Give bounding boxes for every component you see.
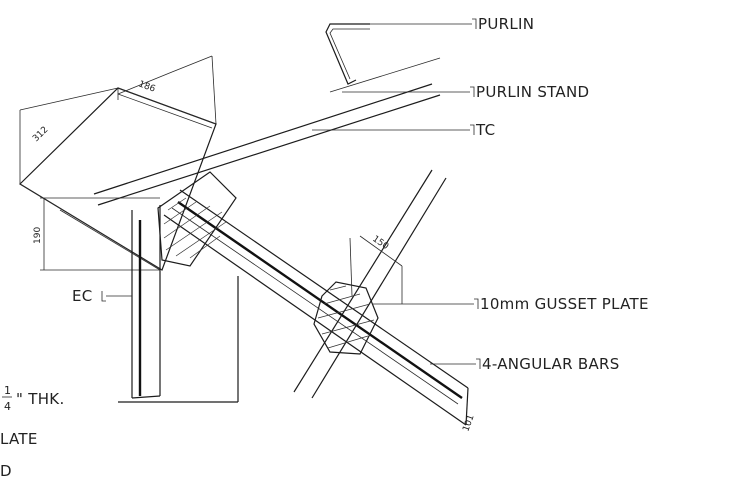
plate-line-3: D — [0, 462, 12, 480]
diagonal-member — [163, 189, 469, 426]
label-purlin-stand: PURLIN STAND — [476, 83, 589, 101]
plate-line-2: LATE — [0, 430, 38, 448]
dim-312: 312 — [31, 125, 50, 144]
label-tc: TC — [475, 121, 495, 139]
mid-gusset — [313, 235, 403, 355]
label-purlin: PURLIN — [478, 15, 534, 33]
thk-denominator: 4 — [4, 400, 11, 413]
thk-unit: " THK. — [16, 390, 65, 408]
dim-150: 150 — [370, 234, 390, 252]
label-gusset-plate: 10mm GUSSET PLATE — [480, 295, 649, 313]
leaders — [101, 18, 481, 369]
dim-101: 101 — [461, 413, 476, 433]
left-dim-box — [40, 197, 161, 271]
apex-gusset — [157, 171, 237, 267]
plate-leader — [118, 276, 239, 403]
thk-numerator: 1 — [4, 384, 11, 397]
plate-note: 1 4 " THK. LATE D — [0, 384, 65, 480]
end-column — [131, 205, 161, 399]
purlin-section — [325, 23, 370, 85]
label-angular-bars: 4-ANGULAR BARS — [482, 355, 620, 373]
dimension-box — [19, 55, 217, 271]
dim-190: 190 — [33, 227, 43, 244]
label-ec: EC — [72, 287, 93, 305]
dim-186: 186 — [137, 79, 157, 94]
top-chord — [93, 57, 441, 206]
secondary-diagonal — [293, 169, 447, 399]
